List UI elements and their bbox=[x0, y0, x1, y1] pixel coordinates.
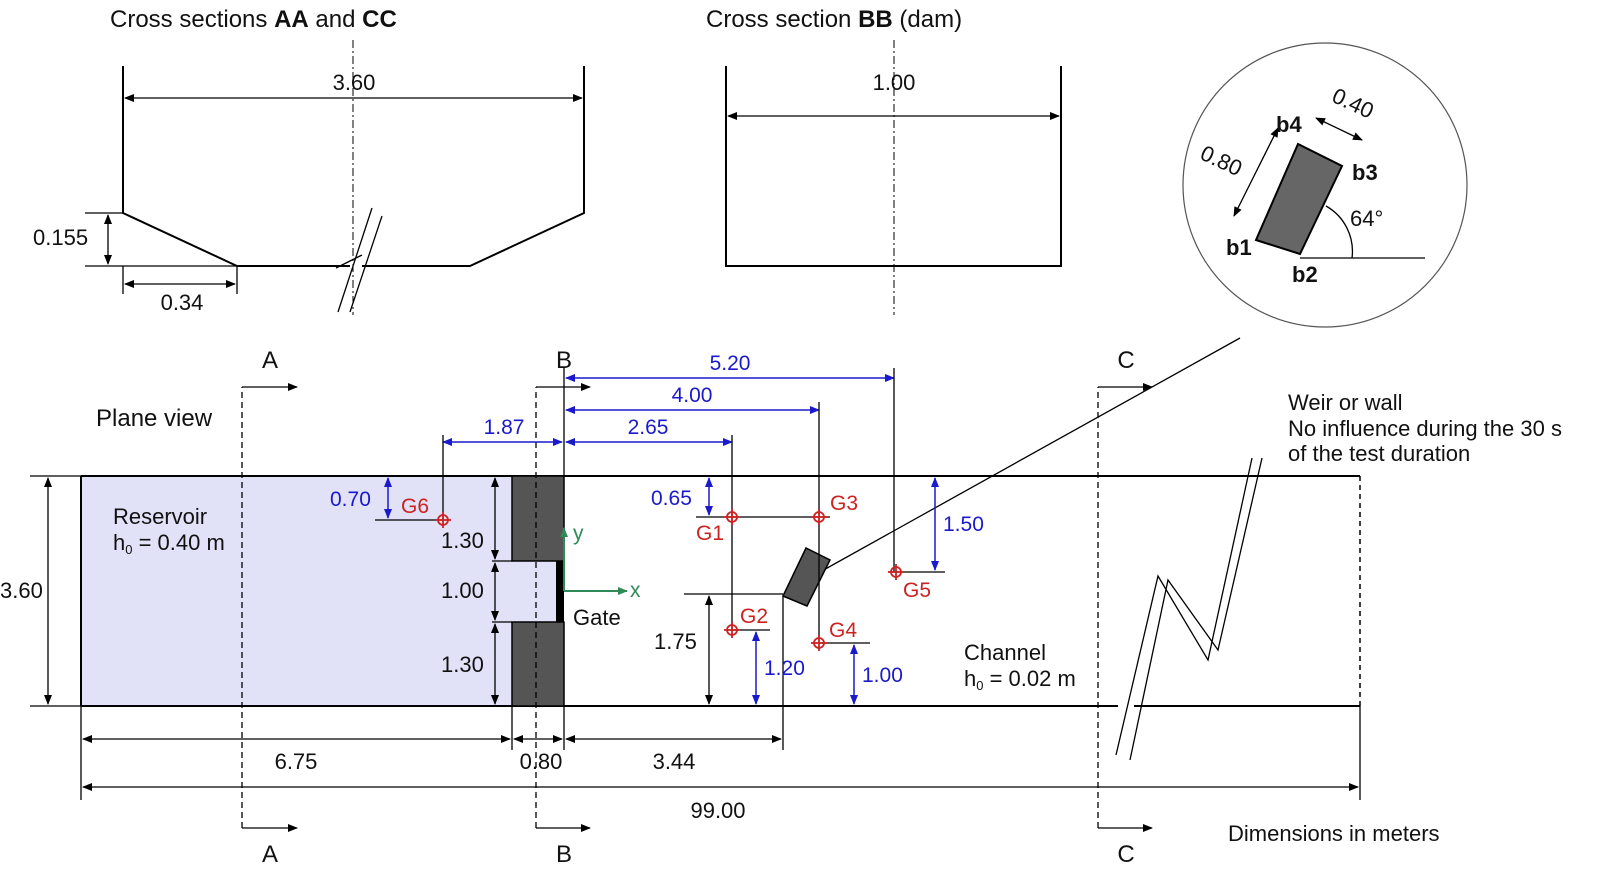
gauge-g2: G2 bbox=[724, 605, 768, 638]
opening-label: 1.00 bbox=[441, 578, 484, 603]
gauge-g4: G4 bbox=[811, 619, 857, 651]
section-aa-height-label: 0.155 bbox=[33, 225, 88, 250]
length-dimension bbox=[1233, 127, 1279, 217]
gate-label: Gate bbox=[573, 605, 621, 630]
break-symbol bbox=[335, 207, 383, 313]
inset-b1-label: b1 bbox=[1226, 235, 1252, 260]
x-axis-label: x bbox=[630, 579, 641, 602]
section-aa-width-label: 3.60 bbox=[333, 70, 376, 95]
gate-opening-area bbox=[512, 561, 558, 622]
section-bb-title: Cross section BB (dam) bbox=[706, 6, 962, 33]
units-note: Dimensions in meters bbox=[1228, 821, 1440, 846]
section-aa-cc-title: Cross sections AA and CC bbox=[110, 6, 397, 33]
gauge-g5: G5 bbox=[888, 564, 931, 602]
marker-a-top: A bbox=[262, 347, 278, 374]
total-length-label: 99.00 bbox=[690, 798, 745, 823]
obstacle-block bbox=[781, 546, 832, 607]
g1-x-label: 2.65 bbox=[628, 416, 669, 439]
weir-note-line3: of the test duration bbox=[1288, 441, 1470, 466]
inset-b3-label: b3 bbox=[1352, 160, 1378, 185]
upper-wall-label: 1.30 bbox=[441, 528, 484, 553]
section-aa-right-profile bbox=[362, 66, 585, 267]
inset-leader-line bbox=[819, 337, 1241, 573]
obstacle-block-detail bbox=[1254, 142, 1344, 256]
channel-width-label: 3.60 bbox=[0, 578, 43, 603]
reservoir-length-label: 6.75 bbox=[275, 749, 318, 774]
g3-x-label: 4.00 bbox=[672, 384, 713, 407]
gauge-g5-label: G5 bbox=[903, 579, 931, 602]
dam-wall-lower bbox=[511, 621, 565, 707]
inset-width-label: 0.40 bbox=[1328, 83, 1377, 124]
marker-b-bottom: B bbox=[556, 841, 572, 868]
obstacle-y-label: 1.75 bbox=[654, 629, 697, 654]
cross-section-aa-cc: Cross sections AA and CC 3.60 0.155 0.34 bbox=[33, 6, 585, 315]
obstacle-x-label: 3.44 bbox=[653, 749, 696, 774]
gauge-g6: G6 bbox=[401, 495, 451, 528]
gauge-g1-label: G1 bbox=[696, 522, 724, 545]
g6-x-label: 1.87 bbox=[484, 416, 525, 439]
weir-note-line2: No influence during the 30 s bbox=[1288, 416, 1562, 441]
g5-y-label: 1.50 bbox=[943, 513, 984, 536]
gauge-g3: G3 bbox=[811, 492, 858, 525]
inset-circle bbox=[1182, 42, 1468, 328]
section-bb-width-label: 1.00 bbox=[873, 70, 916, 95]
inset-angle-label: 64° bbox=[1350, 206, 1383, 231]
g2-y-label: 1.20 bbox=[764, 657, 805, 680]
lower-wall-label: 1.30 bbox=[441, 652, 484, 677]
gauge-g4-label: G4 bbox=[829, 619, 857, 642]
plane-view: Plane view A A B B C C bbox=[0, 347, 1562, 868]
g6-y-label: 0.70 bbox=[330, 488, 371, 511]
g1-y-label: 0.65 bbox=[651, 487, 692, 510]
channel-depth: h0 = 0.02 m bbox=[964, 666, 1076, 693]
section-aa-left-profile bbox=[122, 66, 350, 267]
gate bbox=[556, 561, 564, 622]
inset-b2-label: b2 bbox=[1292, 262, 1318, 287]
marker-c-bottom: C bbox=[1117, 841, 1134, 868]
channel-break-line-2 bbox=[1129, 457, 1263, 761]
plane-view-title: Plane view bbox=[96, 405, 213, 432]
reservoir-area bbox=[81, 476, 512, 706]
gauge-g2-label: G2 bbox=[740, 605, 768, 628]
channel-label: Channel bbox=[964, 640, 1046, 665]
marker-a-bottom: A bbox=[262, 841, 278, 868]
reservoir-label: Reservoir bbox=[113, 504, 207, 529]
channel-break-line-1 bbox=[1115, 457, 1253, 756]
marker-c-top: C bbox=[1117, 347, 1134, 374]
g4-y-label: 1.00 bbox=[862, 664, 903, 687]
y-axis-label: y bbox=[573, 522, 584, 545]
gauge-g1: G1 bbox=[696, 509, 740, 545]
inset-length-label: 0.80 bbox=[1197, 140, 1246, 181]
reservoir-depth: h0 = 0.40 m bbox=[113, 530, 225, 557]
gauge-g6-label: G6 bbox=[401, 495, 429, 518]
dam-thickness-label: 0.80 bbox=[520, 749, 563, 774]
gauge-g3-label: G3 bbox=[830, 492, 858, 515]
cross-section-bb: Cross section BB (dam) 1.00 bbox=[706, 6, 1062, 315]
obstacle-detail-inset: 0.40 0.80 64° b1 b2 b3 b4 bbox=[819, 42, 1468, 573]
inset-width-dimension bbox=[1315, 117, 1363, 141]
weir-note-line1: Weir or wall bbox=[1288, 390, 1403, 415]
angle-arc bbox=[1325, 205, 1354, 259]
dam-wall-upper bbox=[511, 475, 565, 562]
section-aa-slope-label: 0.34 bbox=[161, 290, 204, 315]
g5-x-label: 5.20 bbox=[710, 352, 751, 375]
marker-b-top: B bbox=[556, 347, 572, 374]
inset-b4-label: b4 bbox=[1276, 112, 1302, 137]
